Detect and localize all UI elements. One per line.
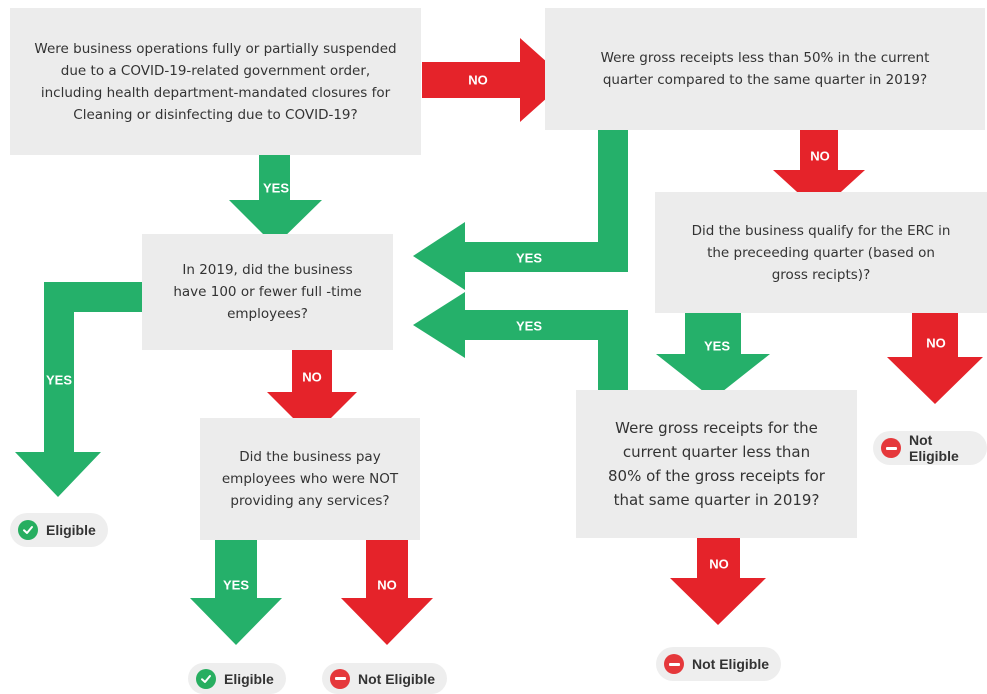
question-gross-receipts-80: Were gross receipts for the current quar… — [576, 390, 857, 538]
label-yes: YES — [515, 318, 543, 334]
outcome-label: Eligible — [46, 522, 96, 538]
question-text: Did the business qualify for the ERC in … — [691, 222, 951, 283]
arrow-q2-to-q4-no — [773, 130, 865, 212]
arrow-q5-to-eligible-yes — [190, 540, 282, 645]
label-no: NO — [810, 148, 830, 164]
question-text: Were gross receipts for the current quar… — [608, 419, 825, 509]
question-text: Did the business pay employees who were … — [221, 449, 399, 509]
label-no: NO — [709, 556, 729, 572]
label-no: NO — [302, 369, 322, 385]
question-preceding-quarter: Did the business qualify for the ERC in … — [655, 192, 987, 313]
question-paid-non-working: Did the business pay employees who were … — [200, 418, 420, 540]
arrow-q4-to-not-eligible-no — [887, 313, 983, 404]
arrow-q6-to-not-eligible-no — [670, 538, 766, 625]
question-employee-count: In 2019, did the business have 100 or fe… — [142, 234, 393, 350]
question-text: Were gross receipts less than 50% in the… — [600, 50, 930, 88]
label-yes: YES — [703, 338, 731, 354]
outcome-not-eligible: Not Eligible — [322, 663, 447, 694]
outcome-not-eligible: Not Eligible — [873, 431, 987, 465]
outcome-label: Not Eligible — [692, 656, 769, 672]
label-yes: YES — [262, 180, 290, 196]
label-yes: YES — [222, 577, 250, 593]
check-circle-icon — [196, 668, 216, 689]
outcome-label: Eligible — [224, 670, 274, 687]
label-yes: YES — [515, 250, 543, 266]
outcome-eligible: Eligible — [188, 663, 286, 694]
question-suspended-operations: Were business operations fully or partia… — [10, 8, 421, 155]
label-yes: YES — [45, 372, 73, 388]
label-no: NO — [377, 577, 397, 593]
arrow-q5-to-not-eligible-no — [341, 540, 433, 645]
outcome-not-eligible: Not Eligible — [656, 647, 781, 681]
arrow-q3-to-eligible-yes — [15, 282, 142, 497]
arrow-q6-to-q3-yes — [413, 292, 628, 390]
question-gross-receipts-50: Were gross receipts less than 50% in the… — [545, 8, 985, 130]
label-no: NO — [926, 335, 946, 351]
arrow-q1-to-q3-yes — [229, 155, 322, 246]
minus-circle-icon — [664, 654, 684, 674]
arrow-q3-to-q5-no — [267, 350, 357, 437]
minus-circle-icon — [330, 668, 350, 689]
minus-circle-icon — [881, 438, 901, 458]
question-text: In 2019, did the business have 100 or fe… — [173, 262, 362, 322]
outcome-label: Not Eligible — [358, 670, 435, 687]
arrow-q2-to-q3-yes — [413, 130, 628, 290]
question-text: Were business operations fully or partia… — [34, 40, 397, 123]
arrow-q1-to-q2-no — [422, 38, 567, 122]
check-circle-icon — [18, 520, 38, 540]
label-no: NO — [468, 72, 488, 88]
arrow-q4-to-q6-yes — [656, 313, 770, 399]
outcome-eligible: Eligible — [10, 513, 108, 547]
outcome-label: Not Eligible — [909, 432, 959, 464]
